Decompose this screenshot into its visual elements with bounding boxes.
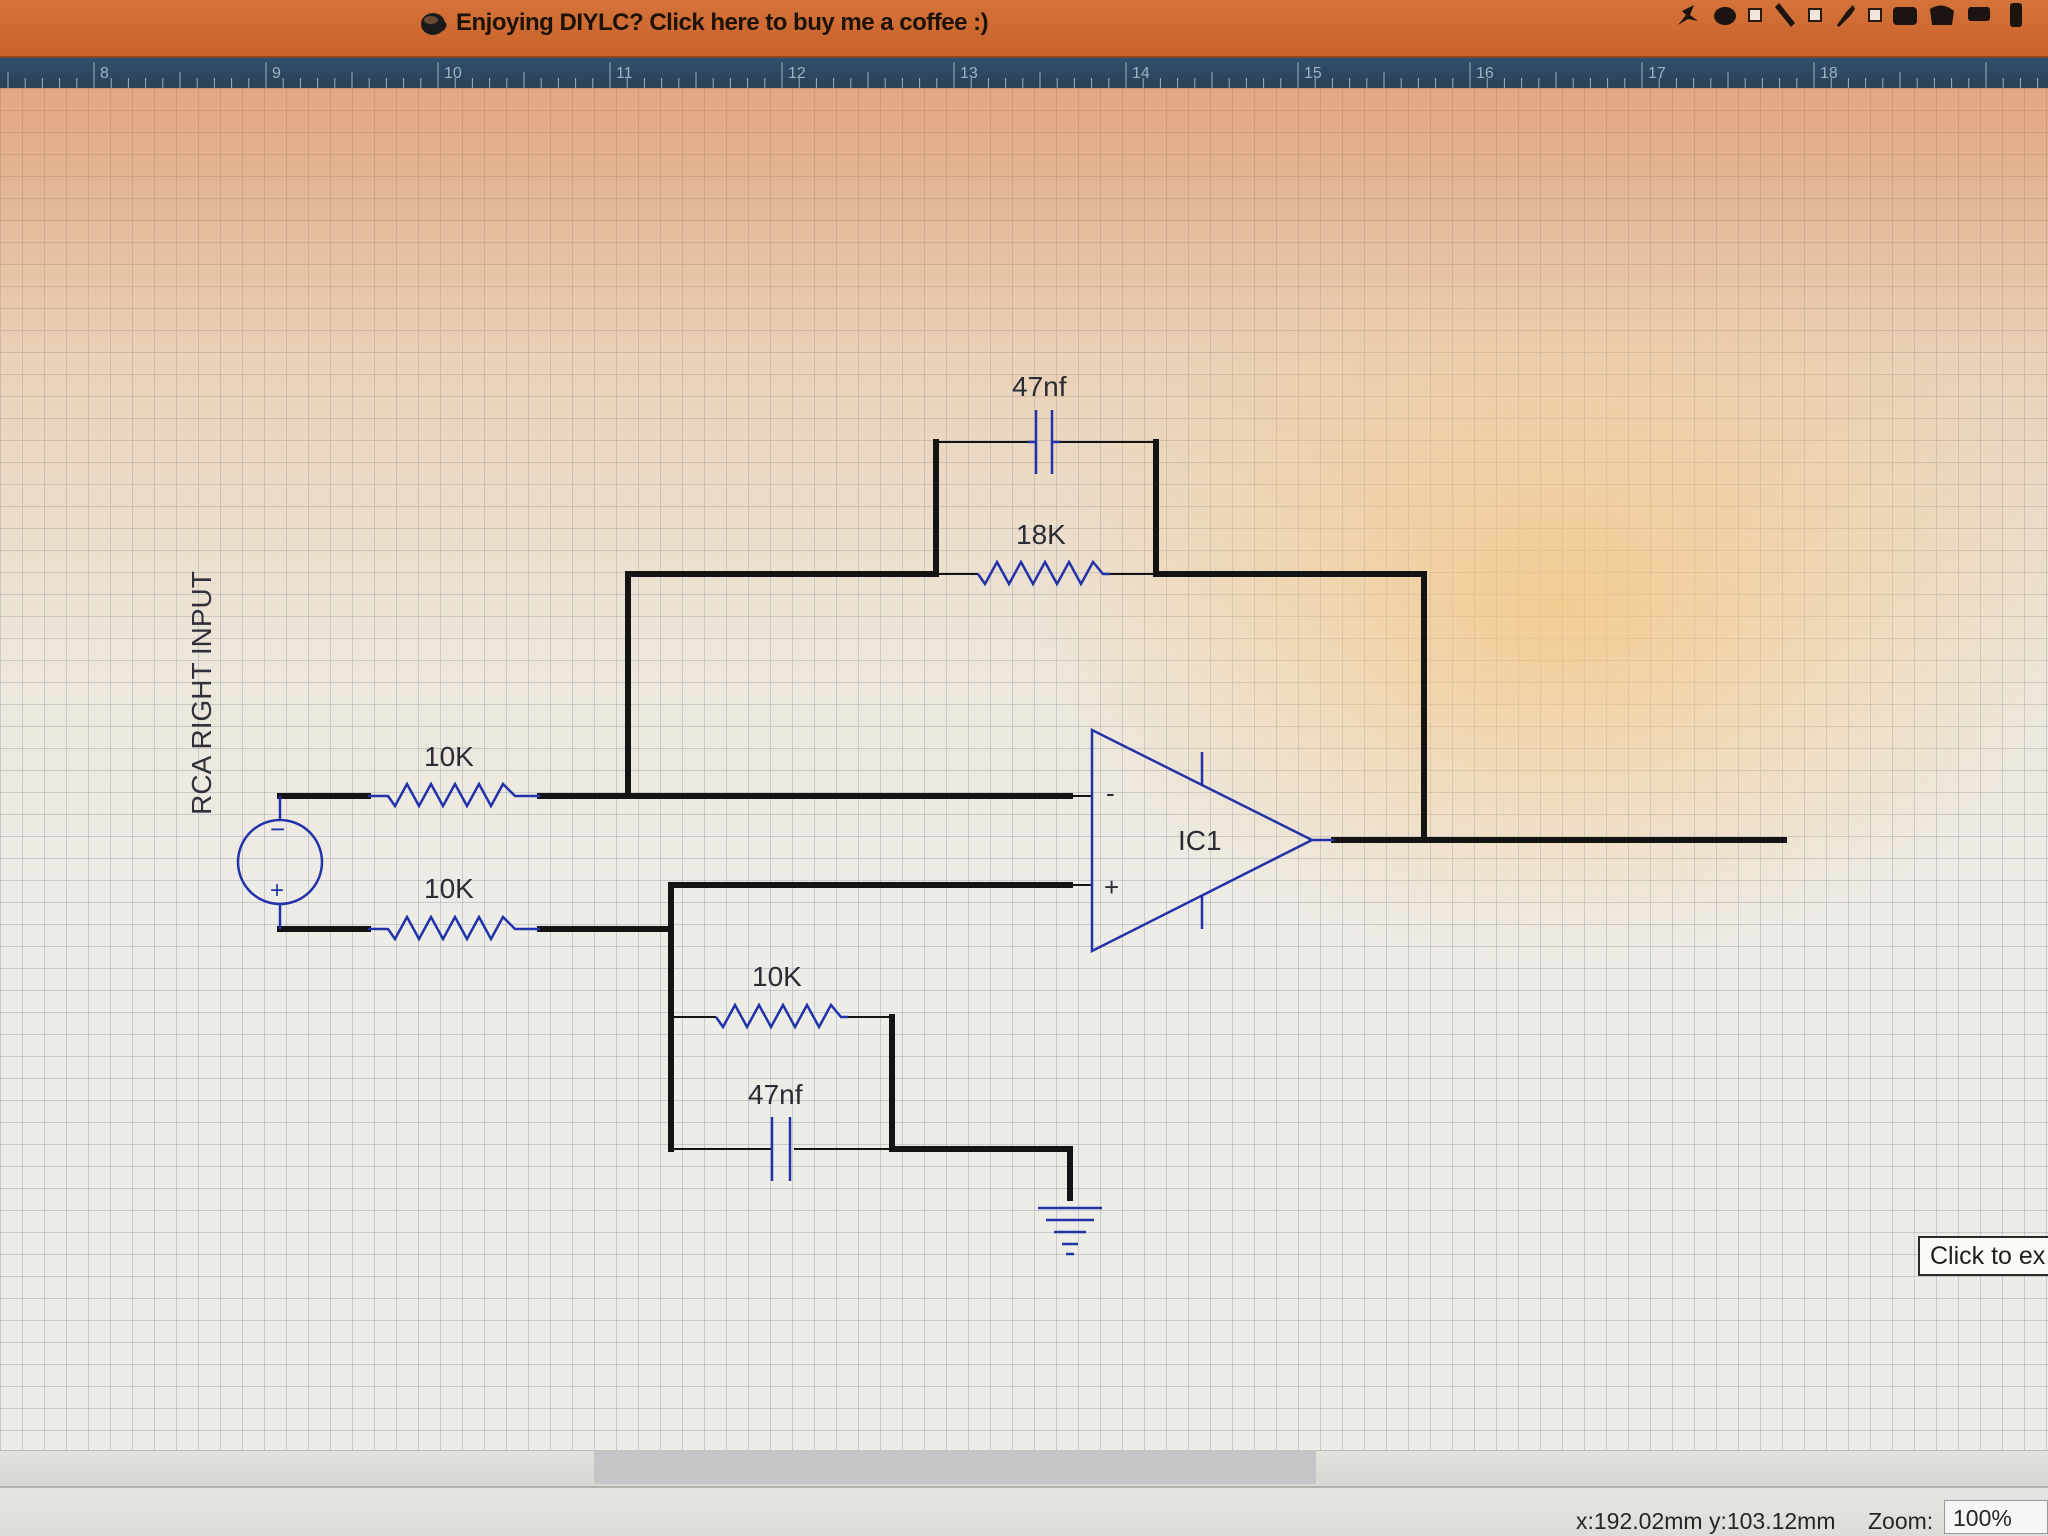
capacitor-ground-label: 47nf (748, 1079, 803, 1110)
resistor-input-top[interactable] (368, 781, 540, 809)
source-plus-sign: + (270, 877, 284, 904)
checkbox-icon[interactable] (1748, 8, 1762, 22)
capacitor-feedback-label: 47nf (1012, 371, 1067, 402)
resistor-input-bottom[interactable] (368, 914, 540, 942)
resistor-input-top-label: 10K (424, 741, 474, 772)
resistor-feedback-label: 18K (1016, 519, 1066, 550)
move-icon[interactable] (1674, 1, 1702, 29)
coffee-banner-link[interactable]: Enjoying DIYLC? Click here to buy me a c… (418, 6, 989, 40)
ruler-label: 13 (960, 65, 978, 82)
ruler-ticks: 8 9 10 11 12 13 14 15 16 17 18 (7, 62, 2039, 88)
resistors (368, 559, 1110, 1030)
resistor-feedback[interactable] (976, 559, 1110, 587)
ruler-label: 11 (616, 65, 633, 82)
ground-symbol[interactable] (1038, 1206, 1102, 1256)
opamp-plus-sign: + (1104, 872, 1119, 902)
circuit-schematic: − + - + 47nf 18K 10K 10K 10K 47nf IC1 (236, 371, 1787, 1256)
thin-wires (671, 441, 1156, 1150)
top-toolbar: Enjoying DIYLC? Click here to buy me a c… (0, 0, 2048, 58)
ruler-label: 12 (788, 65, 806, 82)
checkbox-icon[interactable] (1808, 8, 1822, 22)
ruler-label: 17 (1648, 65, 1666, 82)
ruler-label: 10 (444, 65, 462, 82)
coffee-cup-icon (421, 13, 447, 35)
capacitors (770, 410, 1060, 1181)
source-label: RCA RIGHT INPUT (186, 571, 217, 815)
ruler-label: 8 (100, 65, 109, 82)
wires (277, 439, 1787, 1201)
checkbox-icon[interactable] (1868, 8, 1882, 22)
capacitor-feedback[interactable] (1028, 410, 1060, 474)
horizontal-ruler: 8 9 10 11 12 13 14 15 16 17 18 (0, 58, 2048, 88)
resistor-input-bottom-label: 10K (424, 873, 474, 904)
component-icon[interactable] (2002, 1, 2030, 29)
rca-voltage-source[interactable] (236, 796, 324, 929)
wrench-icon[interactable] (1771, 1, 1799, 29)
ruler-label: 18 (1820, 65, 1838, 82)
zoom-select[interactable]: 100% (1944, 1500, 2048, 1534)
ruler-label: 16 (1476, 65, 1494, 82)
cursor-coordinates: x:192.02mm y:103.12mm (1576, 1508, 1836, 1534)
drawing-canvas[interactable]: − + - + 47nf 18K 10K 10K 10K 47nf IC1 (0, 88, 2048, 1458)
tool-icons (1674, 0, 2030, 30)
opamp-label: IC1 (1178, 825, 1222, 856)
component-icon[interactable] (1891, 1, 1919, 29)
resistor-ground-label: 10K (752, 961, 802, 992)
ruler-label: 15 (1304, 65, 1322, 82)
undo-icon[interactable] (1711, 1, 1739, 29)
capacitor-ground[interactable] (770, 1117, 792, 1181)
ruler-label: 9 (272, 65, 281, 82)
coffee-banner-text: Enjoying DIYLC? Click here to buy me a c… (456, 9, 989, 36)
component-icon[interactable] (1928, 1, 1956, 29)
source-minus-sign: − (270, 814, 285, 844)
zoom-label: Zoom: (1868, 1508, 1934, 1534)
status-bar (0, 1486, 2048, 1536)
opamp-ic1[interactable] (1090, 727, 1334, 954)
ruler-label: 14 (1132, 65, 1150, 82)
horizontal-scrollbar-thumb[interactable] (594, 1450, 1316, 1484)
component-icon[interactable] (1965, 1, 1993, 29)
opamp-minus-sign: - (1106, 778, 1115, 808)
resistor-ground[interactable] (714, 1002, 848, 1030)
dropper-icon[interactable] (1831, 1, 1859, 29)
click-to-expand-button[interactable]: Click to ex (1918, 1236, 2048, 1276)
